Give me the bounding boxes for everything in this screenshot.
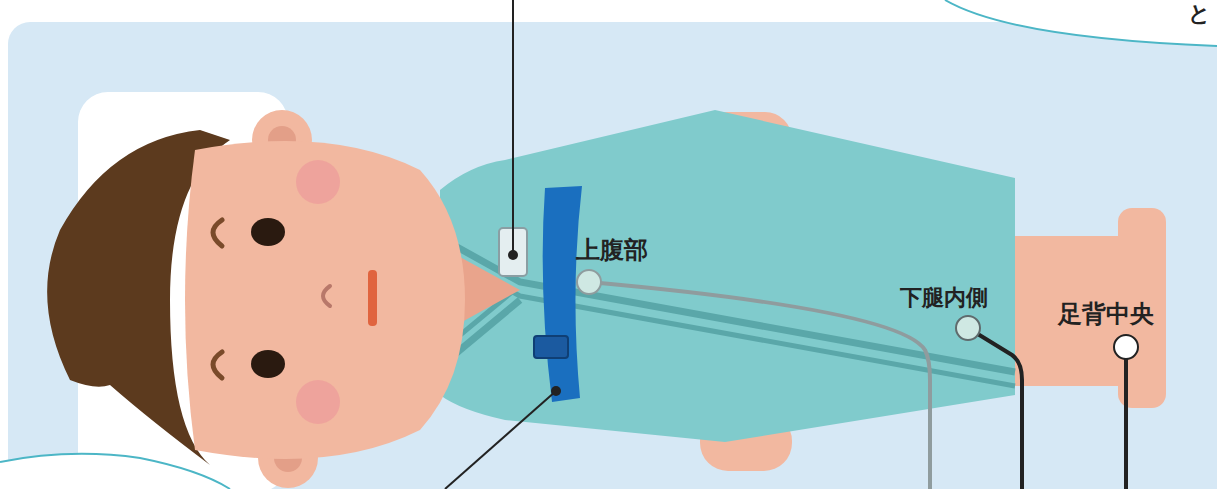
electrode [956,316,980,340]
cheek [296,380,340,424]
electrode-wire [1124,347,1128,489]
belt-buckle [534,336,568,358]
electrode-wire [589,282,930,489]
speech-bubble [0,454,230,489]
speech-bubble-outline [945,0,1217,46]
eyelid [213,352,222,378]
leader-line [512,0,514,255]
part-label: 下腿内側 [900,287,988,309]
electrode-wire [968,328,1022,489]
leader-dot [508,250,518,260]
leader-line [445,391,556,489]
eye [251,350,285,378]
part-label: 足背中央 [1058,302,1154,326]
speech-bubble-outline [0,454,230,489]
part-label: 上腹部 [576,238,648,262]
eyelid [213,220,222,246]
cheek [296,160,340,204]
part-label: と [1188,3,1211,25]
eye [251,218,285,246]
face [185,141,465,459]
speech-bubble [945,0,1217,46]
mouth [368,270,377,326]
bed-area [8,22,1217,489]
electrode [577,270,601,294]
belt [543,186,582,402]
electrode [1114,335,1138,359]
nose [323,286,330,306]
leader-dot [551,386,561,396]
